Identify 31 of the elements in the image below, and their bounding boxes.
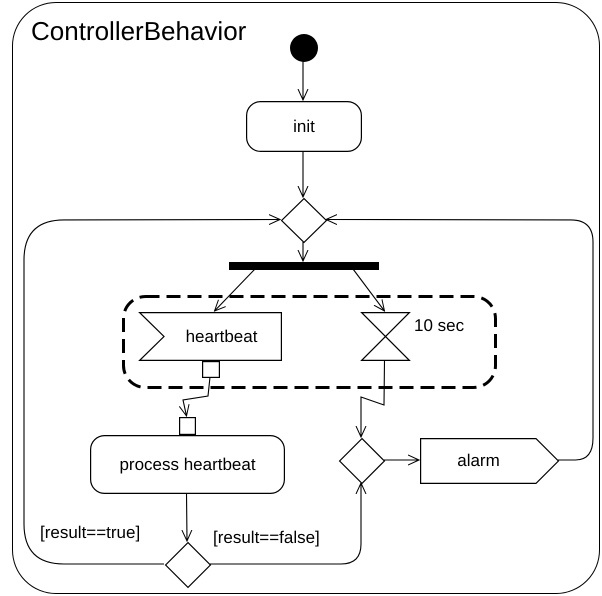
arrow — [298, 151, 308, 198]
merge-diamond — [281, 198, 327, 243]
initial-node — [290, 34, 318, 62]
node-label: process heartbeat — [119, 454, 256, 476]
arrow — [181, 493, 192, 542]
node-label: init — [293, 116, 315, 138]
activity-frame — [12, 2, 600, 594]
fork-bar — [229, 262, 379, 270]
decision-diamond — [165, 542, 211, 588]
arrow — [326, 214, 594, 461]
action-box — [90, 435, 285, 494]
merge-diamond — [339, 438, 385, 484]
arrow — [352, 268, 385, 312]
duration-label: 10 sec — [414, 315, 464, 336]
output-pin — [202, 361, 220, 378]
frame-title: ControllerBehavior — [31, 18, 246, 44]
arrow — [298, 242, 308, 262]
arrow — [178, 376, 211, 416]
node-label: heartbeat — [184, 326, 258, 348]
accept-event-box — [139, 312, 282, 361]
arrow — [214, 268, 256, 312]
arrow — [298, 61, 308, 100]
input-pin — [179, 417, 196, 435]
send-signal-box — [420, 438, 559, 484]
action-box — [246, 101, 362, 152]
arrow — [384, 454, 420, 466]
arrow — [23, 214, 280, 565]
node-label: alarm — [457, 450, 501, 472]
interruptible-region — [122, 295, 497, 389]
arrow — [210, 482, 366, 565]
arrow — [356, 360, 386, 438]
